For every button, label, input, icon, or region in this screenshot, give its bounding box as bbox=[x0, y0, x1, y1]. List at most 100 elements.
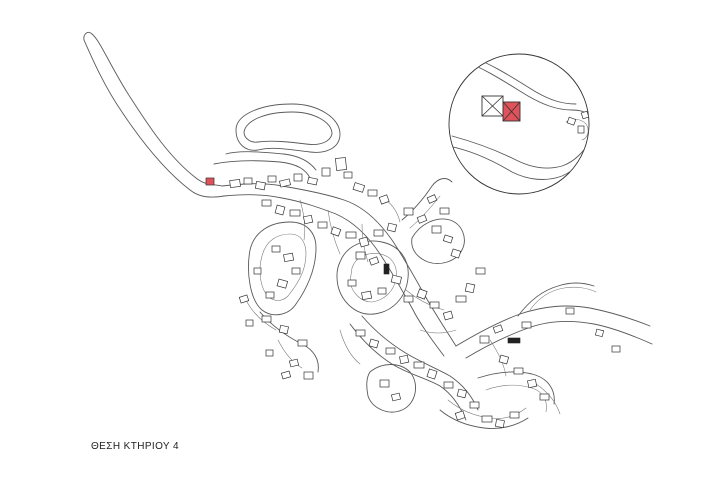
building bbox=[498, 354, 510, 365]
upper-loop-road-inner bbox=[243, 111, 333, 145]
ne-lobe bbox=[411, 218, 465, 264]
building bbox=[469, 401, 480, 409]
building bbox=[442, 234, 454, 244]
building bbox=[245, 319, 254, 327]
sw-spur-2 bbox=[245, 299, 277, 331]
building bbox=[565, 307, 575, 315]
inset-road-upper-2 bbox=[469, 55, 577, 105]
lane-7 bbox=[339, 329, 361, 365]
upper-loop-road bbox=[235, 103, 341, 153]
building bbox=[494, 418, 505, 429]
building bbox=[416, 288, 428, 300]
building bbox=[479, 335, 490, 344]
inset-road-lower-2 bbox=[451, 135, 589, 169]
building bbox=[289, 209, 301, 217]
building bbox=[368, 338, 380, 349]
building bbox=[243, 177, 253, 185]
building bbox=[378, 194, 390, 205]
building bbox=[439, 207, 450, 215]
building bbox=[367, 189, 378, 197]
building bbox=[442, 310, 454, 321]
building bbox=[352, 182, 366, 193]
nw-road-outer bbox=[91, 33, 223, 187]
east-road-d bbox=[529, 286, 597, 311]
lane-8 bbox=[385, 199, 401, 223]
buildings bbox=[229, 157, 621, 429]
building bbox=[429, 301, 440, 309]
building bbox=[594, 328, 605, 338]
building bbox=[278, 324, 289, 335]
building bbox=[261, 199, 272, 207]
building bbox=[385, 347, 396, 355]
lane-10 bbox=[535, 383, 561, 415]
building bbox=[330, 226, 342, 237]
building bbox=[278, 178, 292, 188]
building bbox=[426, 368, 438, 380]
se-lower-a bbox=[439, 409, 529, 429]
building bbox=[509, 411, 520, 419]
building bbox=[276, 278, 289, 289]
building bbox=[280, 370, 292, 380]
building bbox=[403, 295, 414, 303]
road-network bbox=[83, 31, 653, 429]
loop-connector bbox=[225, 151, 317, 171]
building bbox=[399, 354, 410, 365]
building bbox=[265, 349, 274, 357]
building bbox=[368, 256, 380, 266]
west-lobe-inner bbox=[259, 233, 307, 301]
building bbox=[303, 214, 314, 225]
building bbox=[377, 287, 387, 295]
building bbox=[443, 381, 454, 389]
building bbox=[358, 236, 370, 248]
building bbox=[254, 180, 266, 191]
building bbox=[307, 176, 318, 186]
building bbox=[261, 315, 272, 323]
building bbox=[345, 231, 357, 239]
loop-connector-2 bbox=[213, 160, 311, 179]
building bbox=[321, 167, 331, 177]
building bbox=[347, 279, 357, 287]
building bbox=[456, 388, 468, 399]
building bbox=[291, 267, 301, 275]
east-road-a bbox=[455, 305, 651, 347]
building bbox=[288, 358, 300, 368]
building bbox=[521, 321, 532, 329]
south-loop bbox=[366, 364, 417, 413]
central-lobe bbox=[336, 240, 409, 315]
building bbox=[475, 267, 486, 275]
building-4-highlight bbox=[205, 177, 215, 186]
building bbox=[390, 274, 403, 285]
nw-road-tip bbox=[83, 31, 93, 41]
building bbox=[253, 267, 262, 275]
south-street-a bbox=[349, 323, 467, 421]
building bbox=[229, 178, 241, 189]
building bbox=[343, 171, 353, 179]
nw-road-inner bbox=[83, 39, 225, 198]
building bbox=[492, 324, 504, 334]
ne-branch-2 bbox=[409, 195, 441, 229]
lane-6 bbox=[277, 339, 303, 369]
building bbox=[539, 393, 550, 401]
inset-building bbox=[580, 110, 589, 120]
building bbox=[426, 194, 438, 204]
inset-detail bbox=[448, 53, 590, 195]
building bbox=[297, 339, 308, 347]
east-road-b bbox=[465, 320, 653, 359]
building-4-marker bbox=[205, 177, 215, 186]
building bbox=[611, 345, 621, 353]
building-dark bbox=[383, 263, 390, 275]
building bbox=[303, 371, 314, 380]
building bbox=[413, 361, 425, 369]
building bbox=[355, 329, 366, 337]
building bbox=[293, 173, 303, 182]
building-dark bbox=[507, 337, 521, 344]
building bbox=[355, 251, 366, 260]
building bbox=[274, 204, 286, 216]
building bbox=[416, 214, 428, 224]
east-curve-2 bbox=[485, 384, 547, 413]
building bbox=[431, 225, 442, 234]
building bbox=[283, 252, 295, 263]
building bbox=[454, 410, 466, 421]
building bbox=[265, 291, 275, 299]
